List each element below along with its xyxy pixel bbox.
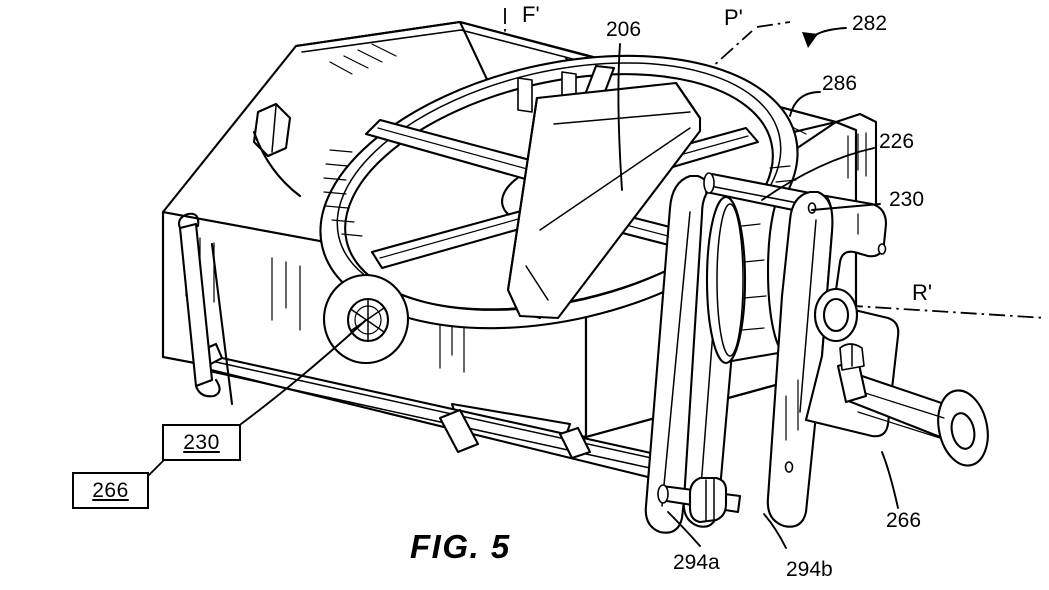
leader-226 [761,147,875,201]
left-support-arm-bottom [194,378,221,398]
boxed-label-230: 230 [162,424,241,461]
drive-shaft-266 [836,343,989,467]
leader-282-arrowhead [802,32,818,48]
bracket-pin-hole-right [877,243,887,255]
ref-label-226: 226 [879,130,914,153]
left-support-arm [178,222,214,388]
ref-label-294a: 294a [673,551,720,574]
shaft-266-bore [950,412,976,450]
drum-shading [741,223,767,331]
leader-206 [617,43,623,191]
shaft-226-left-end [703,172,715,194]
housing-hatch-deck-left [329,43,397,75]
diagonal-bar-206 [506,81,702,320]
turntable-tab-a [517,77,533,113]
pivot-pin-assembly [657,476,742,524]
drum-flange-left [705,195,747,365]
ref-label-286: 286 [822,72,857,95]
axis-p-line-upper [756,21,791,28]
bracket-294a-inner-line [661,211,691,507]
left-hub-assembly [322,273,410,365]
pivot-pin-end [657,484,669,504]
bar-206-left-edge [506,96,539,292]
axis-label-p: P' [724,5,743,30]
pivot-pin-collar-lines [705,478,715,522]
left-support-arm-inner [210,242,234,406]
bar-206-top-edge [674,81,702,120]
bracket-pin-hole-top [807,202,817,214]
bar-206-lower-line [525,265,549,301]
text-labels-group: F' P' R' 206 282 286 226 230 266 294a 29… [522,2,932,581]
leader-266-right [881,451,899,509]
bracket-plate-shading [785,213,859,441]
leader-286 [789,91,821,117]
ref-label-266-right: 266 [886,509,921,532]
housing-top-rear-rim [294,20,588,57]
bracket-pin-hole-bottom [784,461,794,473]
left-support-arm-top [177,212,200,230]
rod-collar [558,426,592,460]
bracket-plate-outer [766,190,900,528]
hub-center-circle [354,305,382,335]
leader-lines-group [147,27,899,549]
leader-box-230 [240,319,367,425]
turntable-roller-left-arm [252,130,302,198]
leader-box-266 [147,460,164,477]
ref-label-206: 206 [606,18,641,41]
boxed-label-230-text: 230 [183,430,220,454]
rod-joint-block [438,408,480,454]
bracket-294b-edge-line [799,219,817,413]
leader-294a [667,511,701,547]
leader-230-right [811,203,881,211]
axis-label-f: F' [522,2,540,27]
turntable-roller-left-line [271,105,277,153]
shaft-266-highlights [857,391,945,439]
turntable-rim-ticks [323,149,363,237]
bar-206-face-line [539,127,691,231]
axis-label-r: R' [912,280,932,305]
pivot-pin-collar [688,476,728,524]
figure-caption: FIG. 5 [410,528,511,565]
bracket-bore-inner [822,297,850,333]
turntable-roller-left [252,102,292,158]
leader-294b [763,513,787,549]
drum-flange-left-inner [716,203,744,357]
ref-label-282: 282 [852,12,887,35]
turntable-rim-thickness [336,62,782,310]
ref-label-230-right: 230 [889,188,924,211]
ref-label-294b: 294b [786,558,833,581]
boxed-label-266-text: 266 [92,478,129,502]
bar-206-surface-line [553,111,691,125]
boxed-label-266: 266 [72,472,149,509]
